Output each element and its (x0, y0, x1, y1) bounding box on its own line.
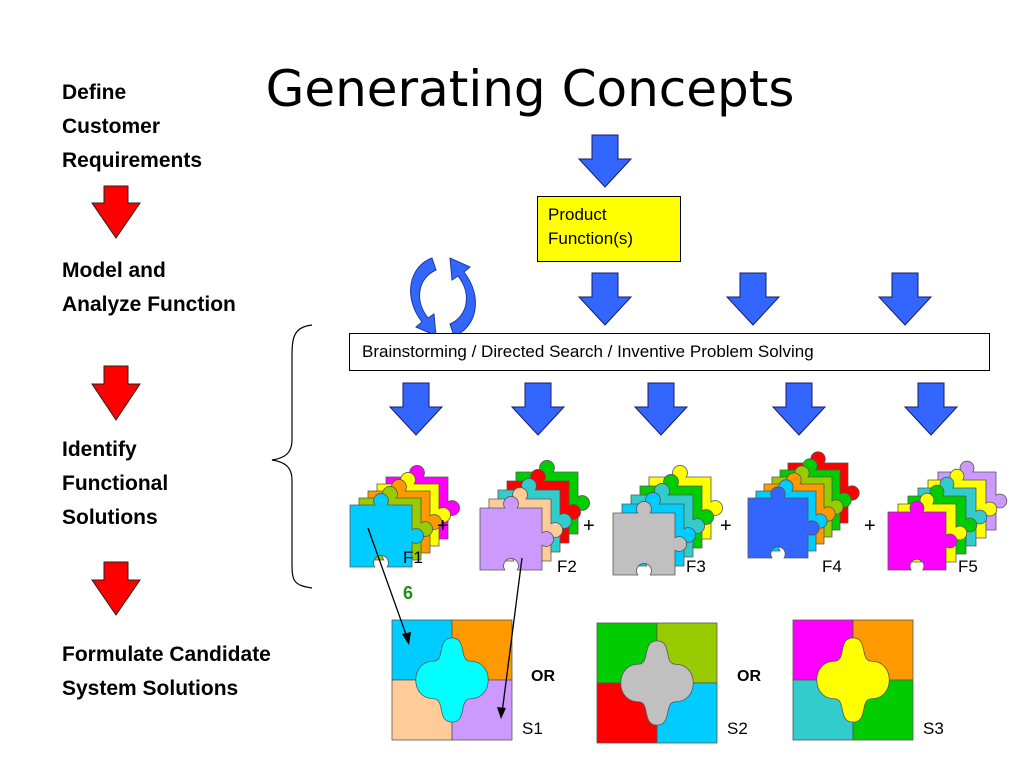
center-piece-icon (415, 637, 489, 723)
puzzle-piece-icon (349, 493, 424, 568)
function-stacks (349, 451, 1008, 576)
flow-arrows (91, 185, 141, 616)
step-line: Identify (62, 438, 137, 461)
step-line: Model and (62, 259, 166, 282)
product-function-line: Function(s) (548, 229, 634, 248)
or-label: OR (531, 668, 555, 685)
step-line: Analyze Function (62, 293, 236, 316)
down-arrow-icon (771, 382, 827, 436)
puzzle-piece-icon (747, 486, 820, 559)
flow-arrow-down-icon (91, 561, 141, 616)
brace-icon (271, 324, 313, 589)
down-arrow-icon (510, 382, 566, 436)
product-function-line: Product (548, 205, 607, 224)
solution-puzzle (391, 619, 513, 741)
or-label: OR (737, 668, 761, 685)
function-label-f5: F5 (958, 557, 978, 576)
down-arrow-icon (577, 272, 633, 326)
down-arrow-icon (577, 134, 633, 188)
page-title: Generating Concepts (265, 60, 795, 118)
down-arrow-icon (388, 382, 444, 436)
arrowhead-icon (402, 632, 411, 645)
plus-sign: + (720, 515, 732, 537)
product-function-box: Product Function(s) (537, 196, 681, 262)
plus-sign: + (583, 515, 595, 537)
step-line: System Solutions (62, 677, 239, 700)
center-piece-icon (816, 637, 890, 723)
solution-label-s2: S2 (727, 719, 748, 738)
combination-count: 6 (403, 583, 414, 603)
brainstorm-box: Brainstorming / Directed Search / Invent… (349, 333, 990, 371)
blue-arrows (388, 134, 959, 436)
function-label-f4: F4 (822, 557, 842, 576)
puzzle-piece-icon (479, 496, 554, 571)
down-arrow-icon (633, 382, 689, 436)
arrowhead-icon (497, 707, 506, 719)
step-formulate-solutions: Formulate Candidate System Solutions (62, 638, 271, 706)
step-line: Formulate Candidate (62, 643, 271, 666)
down-arrow-icon (877, 272, 933, 326)
step-identify-solutions: Identify Functional Solutions (62, 433, 168, 535)
down-arrow-icon (725, 272, 781, 326)
center-piece-icon (620, 640, 694, 726)
function-label-f2: F2 (557, 557, 577, 576)
flow-arrow-down-icon (91, 365, 141, 421)
solution-label-s1: S1 (522, 719, 543, 738)
solution-puzzles (391, 619, 914, 744)
step-line: Customer (62, 115, 161, 138)
step-line: Solutions (62, 506, 158, 529)
plus-sign: + (864, 515, 876, 537)
solution-puzzle (792, 619, 914, 741)
puzzle-piece-icon (612, 501, 687, 576)
step-line: Define (62, 81, 127, 104)
plus-sign: + (437, 515, 449, 537)
solution-puzzle (596, 622, 718, 744)
flow-arrow-down-icon (91, 185, 141, 239)
function-label-f3: F3 (686, 557, 706, 576)
step-line: Requirements (62, 149, 203, 172)
function-label-f1: F1 (403, 548, 423, 567)
combination-lines (367, 527, 523, 719)
step-define-requirements: Define Customer Requirements (62, 76, 202, 178)
step-model-function: Model and Analyze Function (62, 254, 236, 322)
solution-label-s3: S3 (923, 719, 944, 738)
step-line: Functional (62, 472, 169, 495)
cycle-arrows-icon (410, 257, 476, 337)
down-arrow-icon (903, 382, 959, 436)
puzzle-piece-icon (887, 500, 958, 571)
